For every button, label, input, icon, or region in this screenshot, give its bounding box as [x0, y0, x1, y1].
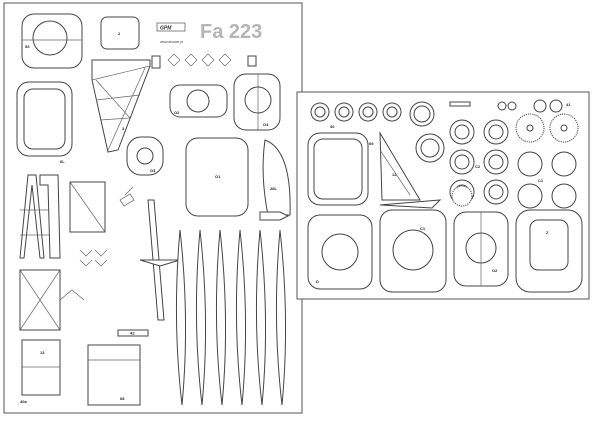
- part-left-lower-blocks: [19, 269, 61, 396]
- part-right-triangle: [379, 131, 421, 201]
- label-big-mid: C1: [420, 226, 426, 231]
- label-ring-b: C1: [538, 178, 544, 183]
- part-mid-rings: [415, 119, 509, 205]
- part-small-pointer: [259, 211, 290, 221]
- label-right-wedge: 28L: [270, 186, 277, 191]
- brand-url: www.answer.pl: [160, 40, 183, 44]
- label-bottom-left: 13: [40, 350, 45, 355]
- part-right-wedge: [262, 139, 291, 216]
- part-small-bracket-a: [119, 193, 135, 207]
- part-strip: [117, 329, 149, 337]
- label-bottom-left-b: 40a: [20, 399, 27, 404]
- part-big-mid-hole: [392, 229, 434, 271]
- part-top-rings: [310, 101, 435, 127]
- brand-logo: [156, 22, 186, 32]
- part-gear-b-center: [560, 124, 568, 132]
- label-right-frame: 69: [369, 141, 374, 146]
- part-right-frame-inner: [313, 138, 363, 200]
- label-top-oval: 53: [25, 44, 30, 49]
- brand-text: GPM: [160, 26, 172, 32]
- part-bottom-mid-box: [87, 344, 141, 406]
- part-mid-disc-hole: [186, 89, 210, 113]
- part-small-bracket-b: [124, 186, 134, 196]
- label-big-center-rect: O1: [215, 174, 221, 179]
- part-left-frame-inner: [23, 88, 66, 150]
- part-big-left-hole: [321, 233, 359, 271]
- label-right-disc: O4: [263, 122, 269, 127]
- part-gear-c: [451, 185, 473, 207]
- part-top-small-bits: [449, 99, 563, 113]
- label-small-card: 2: [118, 31, 121, 36]
- label-right-triangle: 12: [392, 172, 397, 177]
- label-small-b: 41: [566, 102, 571, 107]
- label-big-left: D: [316, 279, 319, 284]
- label-ring-a: C2: [475, 164, 481, 169]
- label-strip: 42: [130, 331, 135, 336]
- label-small-a: 40: [330, 124, 335, 129]
- label-big-far: Z: [546, 230, 549, 235]
- part-mid-ellipse-hole: [136, 147, 154, 165]
- part-long-strips: [139, 199, 181, 321]
- part-big-far-window: [529, 219, 569, 271]
- part-right-discs: [517, 151, 577, 209]
- label-truss: 3: [122, 126, 125, 131]
- part-big-center-rect: [185, 137, 249, 217]
- part-right-triangle-fold: [379, 149, 411, 196]
- part-small-clips: [59, 249, 108, 301]
- part-right-spike: [379, 199, 442, 209]
- model-title: Fa 223: [200, 21, 262, 43]
- label-left-frame: 6L: [60, 159, 65, 164]
- part-top-oval-hole: [32, 20, 68, 56]
- part-gear-a-center: [526, 124, 534, 132]
- part-small-markers: [151, 53, 257, 69]
- part-left-legs: [19, 174, 106, 259]
- label-mid-ellipse: O3: [150, 168, 156, 173]
- part-truss-frame: [91, 59, 151, 153]
- label-mid-disc: O2: [174, 110, 180, 115]
- label-bottom-mid: 68: [120, 396, 125, 401]
- part-small-card: [100, 16, 140, 50]
- part-rotor-blades: [175, 229, 287, 406]
- label-big-right: O2: [492, 268, 498, 273]
